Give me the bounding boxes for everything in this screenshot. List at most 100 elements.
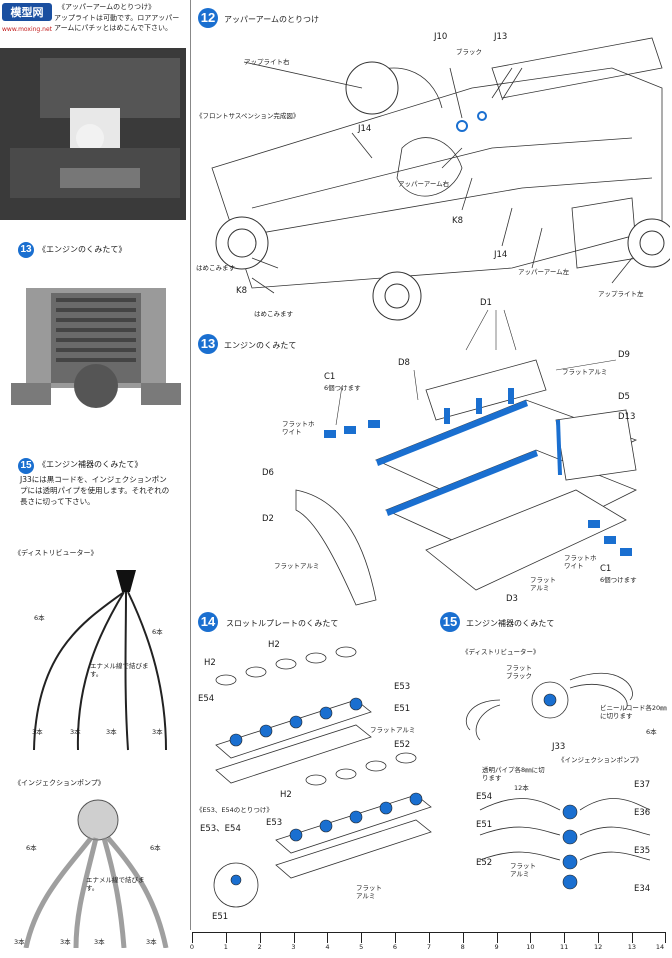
- ruler-mark: 5: [359, 943, 364, 951]
- e51-a-label: E51: [394, 704, 411, 714]
- step-15-badge: 15: [440, 612, 460, 632]
- c1-a-label: C1: [324, 372, 336, 382]
- ruler-mark: 11: [560, 943, 569, 951]
- ruler-mark: 1: [223, 943, 228, 951]
- engine-accessory-drawing: [465, 672, 651, 890]
- inj-label-3b: 3本: [60, 938, 71, 946]
- injection-photo: [6, 790, 186, 948]
- hame-a-label: はめこみます: [196, 264, 235, 272]
- upper-arm-r-label: アッパーアーム右: [398, 180, 450, 188]
- c1-b-label: C1: [600, 564, 612, 574]
- j14-a-label: J14: [358, 124, 372, 134]
- upright-r-label: アップライト右: [244, 58, 290, 66]
- d2-label: D2: [262, 514, 274, 524]
- j33-label: J33: [552, 742, 566, 752]
- column-divider: [190, 0, 191, 930]
- front-suspension-drawing: [211, 37, 670, 321]
- e34-label: E34: [634, 884, 651, 894]
- e52-a-label: E52: [394, 740, 411, 750]
- svg-text:模型网: 模型网: [11, 5, 44, 19]
- distributor-title: 《ディストリビューター》: [14, 549, 98, 557]
- throttle-plate-drawing: [213, 646, 432, 908]
- j14-b-label: J14: [494, 250, 508, 260]
- d8-label: D8: [398, 358, 410, 368]
- d1-label: D1: [480, 298, 492, 308]
- ruler-mark: 12: [593, 943, 603, 951]
- ruler-mark: 14: [655, 943, 665, 951]
- ruler-mark: 4: [325, 943, 330, 951]
- k8-b-label: K8: [236, 286, 247, 296]
- ruler-mark: 3: [291, 943, 296, 951]
- e35-label: E35: [634, 846, 651, 856]
- flat-white-b-label: フラットホワイト: [564, 554, 597, 570]
- flat-white-a-label: フラットホワイト: [282, 420, 315, 436]
- upper-arm-l-label: アッパーアーム左: [518, 268, 570, 276]
- dist-label-6a: 6本: [34, 614, 45, 622]
- flat-al-15-label: フラットアルミ: [510, 862, 536, 878]
- e54-b-label: E54: [476, 792, 493, 802]
- d3-label: D3: [506, 594, 518, 604]
- ruler-mark: 0: [189, 943, 195, 951]
- inj-label-3a: 3本: [14, 938, 25, 946]
- flat-al-a-label: フラットアルミ: [562, 368, 608, 376]
- six-a-label: 6個つけます: [324, 384, 361, 392]
- flat-al-c-label: フラットアルミ: [530, 576, 556, 592]
- h2-c-label: H2: [280, 790, 292, 800]
- d13-label: D13: [618, 412, 636, 422]
- dist-label-3a: 3本: [32, 728, 43, 736]
- dist-label-3d: 3本: [152, 728, 163, 736]
- k8-a-label: K8: [452, 216, 463, 226]
- upright-l-label: アップライト左: [598, 290, 644, 298]
- step-13-badge: 13: [198, 334, 218, 354]
- black-label: ブラック: [456, 48, 482, 56]
- dist-enamel: エナメル線で結びます。: [90, 662, 149, 678]
- step-top-title: 《アッパーアームのとりつけ》: [58, 3, 156, 11]
- inj-label-6b: 6本: [150, 844, 161, 852]
- ruler-mark: 8: [460, 943, 465, 951]
- inj-label-6a: 6本: [26, 844, 37, 852]
- inj-label-3c: 3本: [94, 938, 105, 946]
- front-susp-label: 《フロントサスペンション完成図》: [196, 112, 300, 120]
- flat-black-label: フラットブラック: [506, 664, 532, 680]
- dist-label-3b: 3本: [70, 728, 81, 736]
- ruler-mark: 7: [426, 943, 431, 951]
- upper-arm-photo: [0, 48, 186, 220]
- h2-a-label: H2: [268, 640, 280, 650]
- e53-e54-inset-title: 《E53、E54のとりつけ》: [196, 806, 273, 814]
- svg-text:www.moxing.net: www.moxing.net: [2, 26, 53, 33]
- d5-label: D5: [618, 392, 630, 402]
- inj-label-3d: 3本: [146, 938, 157, 946]
- flat-al-14a-label: フラットアルミ: [370, 726, 416, 734]
- step-15-title-left: 《エンジン補器のくみたて》: [38, 460, 143, 469]
- injection-title: 《インジェクションポンプ》: [14, 779, 105, 787]
- twelve-label: 12本: [514, 784, 529, 792]
- dist-label-6b: 6本: [152, 628, 163, 636]
- step-top-text: アップライトは可動です。ロアアッパーアームにパチッとはめこんで下さい。: [54, 14, 180, 32]
- ruler: 0 1 2 3 4 5 6 7 8 9 10 11 12 13 14: [189, 932, 666, 955]
- step-13-badge-left: 13: [18, 242, 34, 258]
- dist-title-15: 《ディストリビューター》: [462, 648, 540, 656]
- engine-photo: [6, 268, 186, 430]
- engine-assembly-drawing: [295, 309, 638, 606]
- d9-label: D9: [618, 350, 630, 360]
- e36-label: E36: [634, 808, 651, 818]
- ruler-mark: 13: [627, 943, 637, 951]
- vinyl-label: ビニールコード各20㎜に切ります: [600, 704, 667, 720]
- step-13-title-left: 《エンジンのくみたて》: [38, 245, 127, 254]
- step-12-badge: 12: [198, 8, 218, 28]
- flat-al-b-label: フラットアルミ: [274, 562, 320, 570]
- step-13-title: エンジンのくみたて: [224, 341, 297, 350]
- inj-title-15: 《インジェクションポンプ》: [558, 756, 643, 764]
- hame-b-label: はめこみます: [254, 310, 293, 318]
- step-14-title: スロットルプレートのくみたて: [226, 619, 339, 628]
- step-15-title: エンジン補器のくみたて: [466, 619, 555, 628]
- step-15-badge-left: 15: [18, 458, 34, 474]
- ruler-mark: 10: [526, 943, 535, 951]
- e53-a-label: E53: [394, 682, 411, 692]
- flat-al-14b-label: フラットアルミ: [356, 884, 382, 900]
- e52-b-label: E52: [476, 858, 493, 868]
- distributor-photo: [6, 560, 186, 760]
- watermark-logo: 模型网 www.moxing.net: [0, 0, 54, 34]
- j13-label: J13: [494, 32, 508, 42]
- d6-label: D6: [262, 468, 274, 478]
